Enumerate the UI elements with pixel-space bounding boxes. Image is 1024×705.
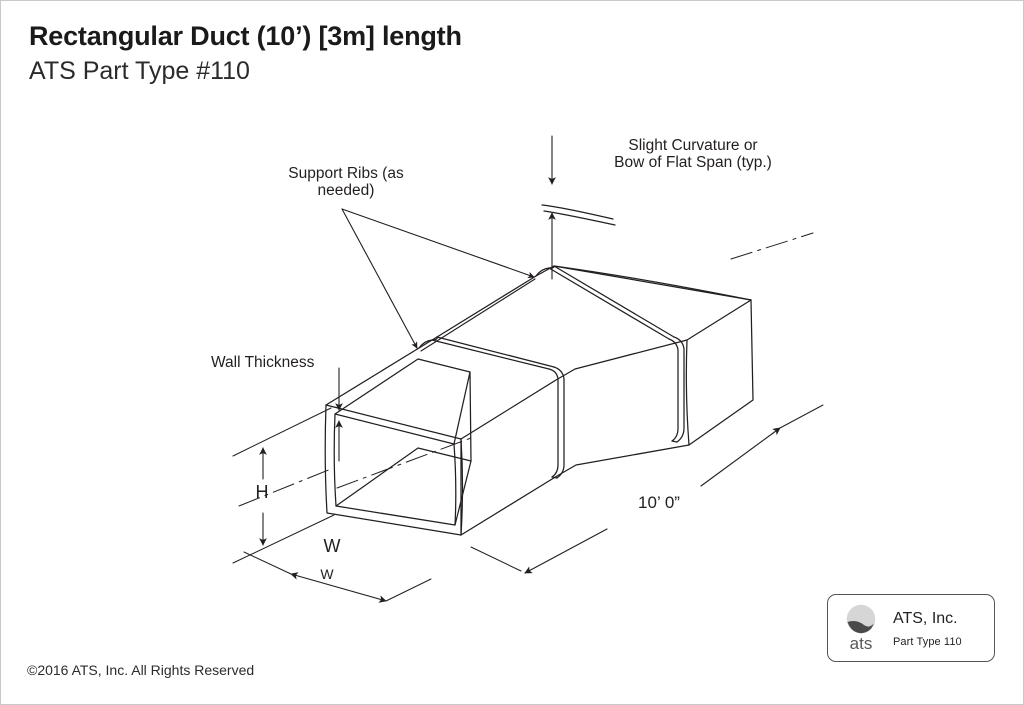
duct-opening-inner-rim — [333, 413, 457, 526]
height-ext-line-bottom — [232, 514, 335, 564]
title-block: Rectangular Duct (10’) [3m] length ATS P… — [29, 21, 462, 86]
copyright-notice: ©2016 ATS, Inc. All Rights Reserved — [27, 662, 255, 678]
height-dimension — [232, 407, 335, 564]
label-dimension-width-secondary: W — [320, 566, 334, 582]
length-ext-line-near — [470, 546, 522, 572]
support-rib-near-front-right — [553, 366, 565, 479]
width-ext-line-left — [243, 551, 292, 575]
centerline-group — [238, 232, 814, 507]
duct-interior-back-wall — [334, 358, 471, 445]
width-dimension — [243, 551, 432, 603]
label-support-ribs-line2: needed) — [318, 182, 375, 199]
logo-box: ats ATS, Inc. Part Type 110 — [827, 594, 995, 662]
support-rib-near-bottom-join — [551, 476, 558, 479]
leader-ribs-connector — [420, 278, 536, 352]
leader-support-ribs-far — [341, 208, 535, 279]
length-dimension — [470, 404, 824, 574]
duct-top-back-edge — [553, 265, 752, 301]
label-support-ribs-line1: Support Ribs (as — [288, 165, 404, 182]
length-dim-line-near — [524, 528, 608, 574]
duct-front-bottom-edge — [460, 444, 690, 536]
duct-far-end-face — [685, 299, 754, 446]
duct-top-face — [325, 265, 752, 406]
support-rib-far-top-face-2 — [553, 265, 675, 338]
label-dimension-width: W — [324, 536, 341, 556]
bow-reference-line-lower — [543, 210, 616, 226]
duct-opening-outer-rim — [324, 404, 464, 536]
logo-text-block: ATS, Inc. Part Type 110 — [893, 609, 962, 648]
duct-top-front-edge — [460, 339, 688, 440]
logo-company-name: ATS, Inc. — [893, 609, 958, 627]
leader-support-ribs-near — [341, 208, 418, 349]
bow-indicator — [541, 135, 616, 280]
logo-part-type: Part Type 110 — [893, 635, 962, 648]
label-wall-thickness: Wall Thickness — [211, 354, 315, 371]
page-title: Rectangular Duct (10’) [3m] length — [29, 21, 462, 51]
logo-mark: ats — [838, 604, 884, 652]
centerline-far-right — [730, 232, 814, 260]
duct-interior-floor — [335, 447, 472, 507]
support-rib-near-front-left — [548, 368, 559, 478]
length-dim-line-far — [700, 427, 781, 487]
duct-body — [324, 265, 754, 536]
width-ext-line-right — [385, 578, 432, 602]
duct-interior-right-wall — [454, 371, 472, 526]
support-rib-near-top-face-2 — [436, 336, 555, 368]
logo-wordmark: ats — [849, 634, 873, 653]
label-dimension-length: 10’ 0” — [638, 493, 680, 512]
length-ext-line-far — [779, 404, 824, 429]
support-rib-far-front-left — [668, 338, 679, 442]
support-rib-near-top-face — [431, 339, 550, 370]
label-dimension-height: H — [256, 482, 269, 502]
height-ext-line-top — [232, 407, 332, 457]
ats-globe-icon — [846, 604, 876, 634]
width-dim-line — [290, 572, 387, 603]
label-curvature-line2: Bow of Flat Span (typ.) — [614, 154, 772, 171]
centerline-near-left — [238, 468, 332, 507]
leader-lines — [341, 208, 536, 352]
support-rib-far-top-face — [548, 267, 670, 340]
label-curvature-line1: Slight Curvature or — [628, 137, 757, 154]
page-subtitle: ATS Part Type #110 — [29, 57, 250, 86]
centerline-interior — [336, 437, 472, 489]
bow-reference-line-upper — [541, 204, 614, 220]
support-rib-far-bottom-join — [671, 440, 678, 443]
support-rib-far-front-right — [673, 336, 685, 443]
